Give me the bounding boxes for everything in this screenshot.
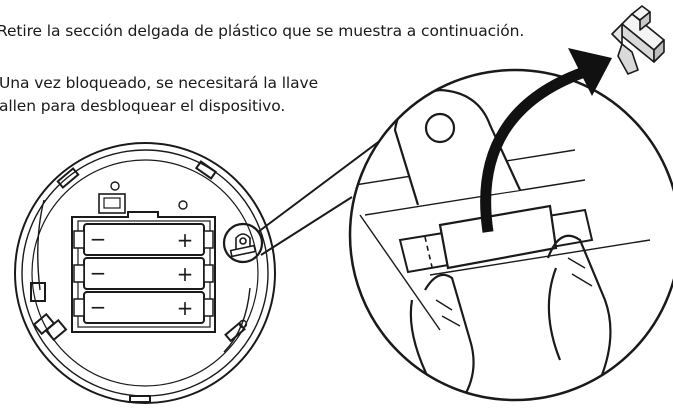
arrow-head (568, 48, 612, 96)
screw-hole (110, 181, 120, 191)
arrow-shaft (480, 64, 592, 233)
battery-compartment (71, 211, 216, 333)
removal-arrow (480, 48, 612, 233)
battery-3: − + (73, 291, 214, 324)
ring-latch (30, 282, 46, 302)
rail-line (429, 239, 651, 276)
wire (223, 287, 251, 353)
switch (103, 197, 121, 209)
connector-line-top (257, 136, 386, 233)
connector-line-bottom (260, 196, 353, 256)
device-base (14, 142, 276, 404)
pliers-left-teeth (435, 299, 461, 327)
battery-positive-label: + (177, 228, 194, 252)
lock-hole-large (424, 112, 456, 144)
rail-line (359, 214, 441, 331)
battery-positive-label: + (177, 296, 194, 320)
ring-tab (129, 395, 151, 403)
battery-stack: − + − + − + (73, 223, 214, 324)
lock-hole (239, 237, 247, 245)
pliers-right-jaw (546, 234, 612, 381)
plastic-center-section (438, 204, 558, 270)
lock-tab (235, 233, 251, 250)
lock-detail-small (222, 222, 264, 264)
battery-positive-label: + (177, 262, 194, 286)
pliers-right-handle (547, 267, 562, 361)
lock-note-line-1: Una vez bloqueado, se necesitará la llav… (0, 74, 319, 92)
battery-negative-label: − (90, 261, 107, 285)
ring-tab (56, 167, 80, 189)
screw-hole (178, 200, 188, 210)
battery-negative-label: − (90, 295, 107, 319)
device-base-ring (31, 159, 259, 387)
lock-strip (229, 244, 257, 258)
lock-highlight-circle (222, 222, 264, 264)
pliers-left-jaw (424, 273, 475, 400)
removed-plastic-piece (611, 5, 665, 75)
wire (37, 199, 45, 291)
pliers-right-teeth (567, 257, 593, 287)
switch-housing (98, 193, 126, 214)
ring-latch (44, 318, 68, 342)
zoom-circle-border (348, 68, 673, 402)
ring-tab (194, 160, 218, 180)
battery-negative-label: − (90, 227, 107, 251)
battery-2: − + (73, 257, 214, 290)
instruction-remove-plastic: Retire la sección delgada de plástico qu… (0, 22, 525, 40)
instruction-lock-note: Una vez bloqueado, se necesitará la llav… (0, 72, 318, 118)
ring-tab (224, 321, 246, 343)
lock-note-line-2: allen para desbloquear el dispositivo. (0, 97, 286, 115)
zoom-connector-lines (257, 136, 386, 256)
screw-hole (238, 319, 248, 329)
battery-1: − + (73, 223, 214, 256)
rail-line (364, 179, 586, 216)
